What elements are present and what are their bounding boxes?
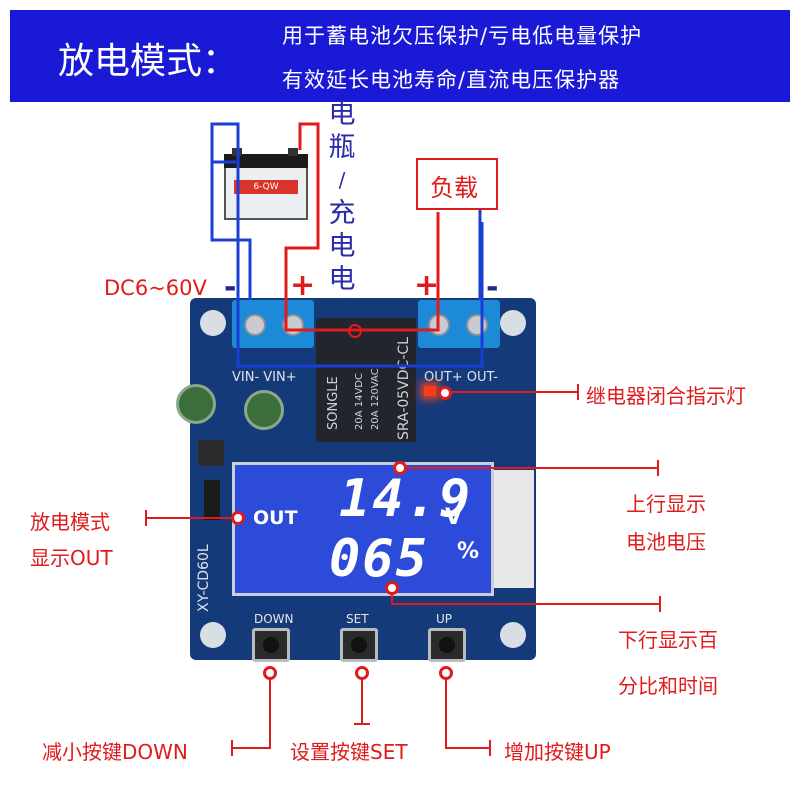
set-button-label: 设置按键SET [290, 740, 408, 764]
input-voltage-label: DC6~60V [104, 276, 207, 300]
lcd-voltage: 14.9 [339, 469, 473, 529]
capacitor [176, 384, 216, 424]
banner-line-2: 有效延长电池寿命/直流电压保护器 [282, 68, 621, 92]
set-silkscreen: SET [346, 612, 369, 626]
mount-hole [500, 310, 526, 336]
mode-title: 放电模式： [58, 41, 239, 82]
out-minus-mark: - [486, 270, 499, 305]
battery-label-char: / [338, 168, 346, 192]
up-button[interactable] [428, 628, 466, 662]
upper-line-label: 上行显示 [626, 492, 706, 516]
vin-minus-mark: - [224, 270, 237, 305]
mount-hole [200, 310, 226, 336]
pointer-dot [355, 666, 369, 680]
battery-case-text: 6-QW [253, 182, 279, 192]
load-box: 负载 [416, 158, 498, 210]
relay-switch-marker [348, 324, 362, 338]
lcd-voltage-unit: V [445, 505, 463, 530]
set-button[interactable] [340, 628, 378, 662]
down-silkscreen: DOWN [254, 612, 294, 626]
upper-line-label-2: 电池电压 [626, 530, 706, 554]
lcd-mode-text: OUT [253, 507, 298, 529]
vin-plus-mark: + [290, 268, 316, 303]
pointer-dot [385, 581, 399, 595]
relay-indicator-led [424, 386, 436, 396]
capacitor [244, 390, 284, 430]
inductor [198, 440, 224, 466]
up-button-label: 增加按键UP [504, 740, 611, 764]
diode [204, 480, 220, 520]
screw-icon [244, 314, 266, 336]
pointer-dot [439, 666, 453, 680]
out-mode-label: 放电模式 [30, 510, 110, 534]
out-silkscreen: OUT+ OUT- [424, 370, 498, 385]
load-label: 负载 [430, 174, 478, 202]
pointer-dot [263, 666, 277, 680]
lcd-percent-unit: % [457, 539, 480, 564]
battery-label-char: 充 [328, 198, 356, 229]
out-plus-mark: + [414, 268, 440, 303]
pointer-dot [438, 386, 452, 400]
battery-label-char: 电 [328, 231, 356, 262]
title-banner: 放电模式： 用于蓄电池欠压保护/亏电低电量保护 有效延长电池寿命/直流电压保护器 [10, 10, 790, 102]
relay-indicator-label: 继电器闭合指示灯 [586, 384, 746, 408]
out-mode-label-2: 显示OUT [30, 546, 113, 570]
pointer-dot [231, 511, 245, 525]
lcd-display: OUT 14.9 V 065 % [232, 462, 494, 596]
mount-hole [500, 622, 526, 648]
down-button-label: 减小按键DOWN [42, 740, 188, 764]
battery-label-char: 电 [328, 264, 356, 295]
battery-label-char: 电 [328, 99, 356, 130]
up-silkscreen: UP [436, 612, 453, 626]
lcd-percent: 065 [329, 529, 429, 589]
down-button[interactable] [252, 628, 290, 662]
mount-hole [200, 622, 226, 648]
pointer-dot [393, 461, 407, 475]
banner-line-1: 用于蓄电池欠压保护/亏电低电量保护 [282, 24, 643, 48]
battery-label-char: 瓶 [328, 132, 356, 163]
lower-line-label: 下行显示百 [618, 628, 718, 652]
vin-silkscreen: VIN- VIN+ [232, 370, 297, 385]
lower-line-label-2: 分比和时间 [618, 674, 718, 698]
relay: SONGLE SRA-05VDC-CL 20A 14VDC 20A 120VAC [316, 318, 416, 442]
lcd-backlight-edge [494, 470, 534, 588]
